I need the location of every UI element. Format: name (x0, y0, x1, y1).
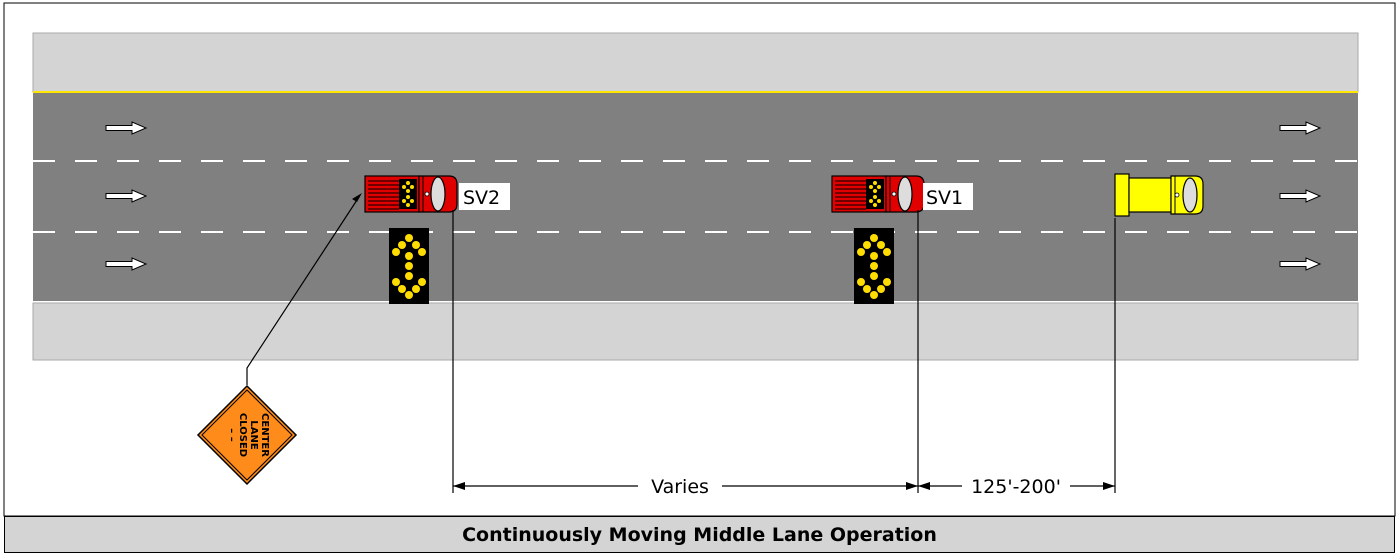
varies-dimension: Varies (453, 476, 918, 498)
top-shoulder (32, 32, 1359, 93)
sign-line-1: CENTER (259, 413, 270, 457)
work-vehicle-truck-icon (1114, 173, 1204, 217)
arrow-board-icon (854, 228, 894, 304)
sv2-label-box (459, 183, 510, 210)
varies-label: Varies (651, 476, 709, 498)
distance-dimension: 125'-200' (918, 476, 1115, 498)
sv1-label-box (923, 183, 973, 210)
shadow-vehicle-sv2-truck-icon (364, 175, 458, 213)
caption-bar: Continuously Moving Middle Lane Operatio… (4, 516, 1395, 553)
distance-label: 125'-200' (971, 476, 1061, 498)
center-lane-closed-sign: CENTER LANE CLOSED – – (196, 384, 298, 486)
sign-leader-line (246, 199, 358, 385)
sign-dashes: – – (226, 428, 237, 441)
shadow-vehicle-sv1-truck-icon (831, 175, 925, 213)
sv2-label: SV2 (463, 187, 500, 209)
sv1-label: SV1 (926, 187, 963, 209)
arrow-board-icon (389, 228, 429, 304)
bottom-shoulder (32, 302, 1359, 361)
diagram-caption: Continuously Moving Middle Lane Operatio… (462, 523, 937, 546)
sign-line-3: CLOSED (237, 413, 248, 457)
leader-arrowhead (352, 193, 362, 202)
sign-line-2: LANE (248, 420, 259, 449)
